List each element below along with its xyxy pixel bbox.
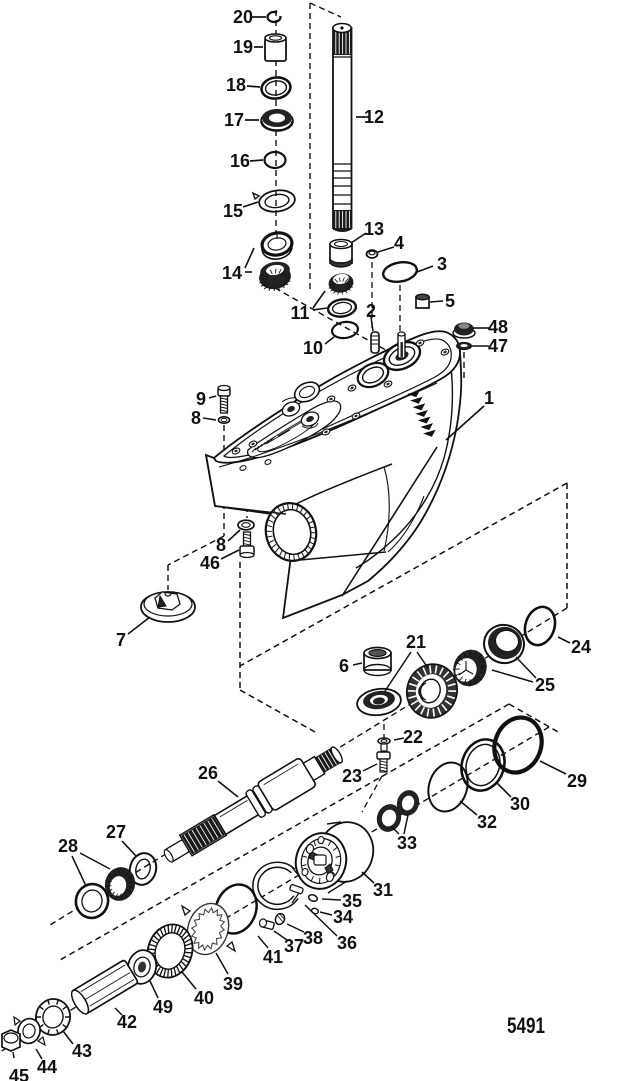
- svg-text:14: 14: [222, 263, 242, 283]
- svg-text:45: 45: [9, 1066, 29, 1081]
- svg-text:41: 41: [263, 947, 283, 967]
- svg-text:43: 43: [72, 1041, 92, 1061]
- svg-text:30: 30: [510, 794, 530, 814]
- svg-text:23: 23: [342, 766, 362, 786]
- svg-text:9: 9: [196, 389, 206, 409]
- svg-text:29: 29: [567, 771, 587, 791]
- svg-text:17: 17: [224, 110, 244, 130]
- svg-text:28: 28: [58, 836, 78, 856]
- svg-text:27: 27: [106, 822, 126, 842]
- svg-text:22: 22: [403, 727, 423, 747]
- svg-text:13: 13: [364, 219, 384, 239]
- svg-text:31: 31: [373, 880, 393, 900]
- svg-text:25: 25: [535, 675, 555, 695]
- svg-text:18: 18: [226, 75, 246, 95]
- svg-text:4: 4: [394, 233, 404, 253]
- svg-text:34: 34: [333, 907, 353, 927]
- svg-text:20: 20: [233, 7, 253, 27]
- svg-text:3: 3: [437, 254, 447, 274]
- svg-text:40: 40: [194, 988, 214, 1008]
- svg-text:47: 47: [488, 336, 508, 356]
- svg-text:2: 2: [366, 301, 376, 321]
- svg-text:16: 16: [230, 151, 250, 171]
- svg-text:37: 37: [284, 936, 304, 956]
- svg-text:10: 10: [303, 338, 323, 358]
- svg-text:42: 42: [117, 1012, 137, 1032]
- svg-text:15: 15: [223, 201, 243, 221]
- svg-text:32: 32: [477, 812, 497, 832]
- svg-text:11: 11: [290, 303, 309, 323]
- svg-text:35: 35: [342, 891, 362, 911]
- svg-text:48: 48: [488, 317, 508, 337]
- svg-text:12: 12: [364, 107, 384, 127]
- svg-text:7: 7: [116, 630, 126, 650]
- svg-text:19: 19: [233, 37, 253, 57]
- svg-text:38: 38: [303, 928, 323, 948]
- svg-text:36: 36: [337, 933, 357, 953]
- svg-text:6: 6: [339, 656, 349, 676]
- svg-text:24: 24: [571, 637, 591, 657]
- svg-text:44: 44: [37, 1057, 57, 1077]
- svg-text:21: 21: [406, 632, 426, 652]
- svg-text:8: 8: [191, 408, 201, 428]
- svg-text:33: 33: [397, 833, 417, 853]
- svg-text:5: 5: [445, 291, 455, 311]
- svg-text:49: 49: [153, 997, 173, 1017]
- svg-text:8: 8: [216, 535, 226, 555]
- svg-text:46: 46: [200, 553, 220, 573]
- svg-text:39: 39: [223, 974, 243, 994]
- svg-text:5491: 5491: [507, 1013, 545, 1038]
- svg-text:1: 1: [484, 388, 494, 408]
- svg-text:26: 26: [198, 763, 218, 783]
